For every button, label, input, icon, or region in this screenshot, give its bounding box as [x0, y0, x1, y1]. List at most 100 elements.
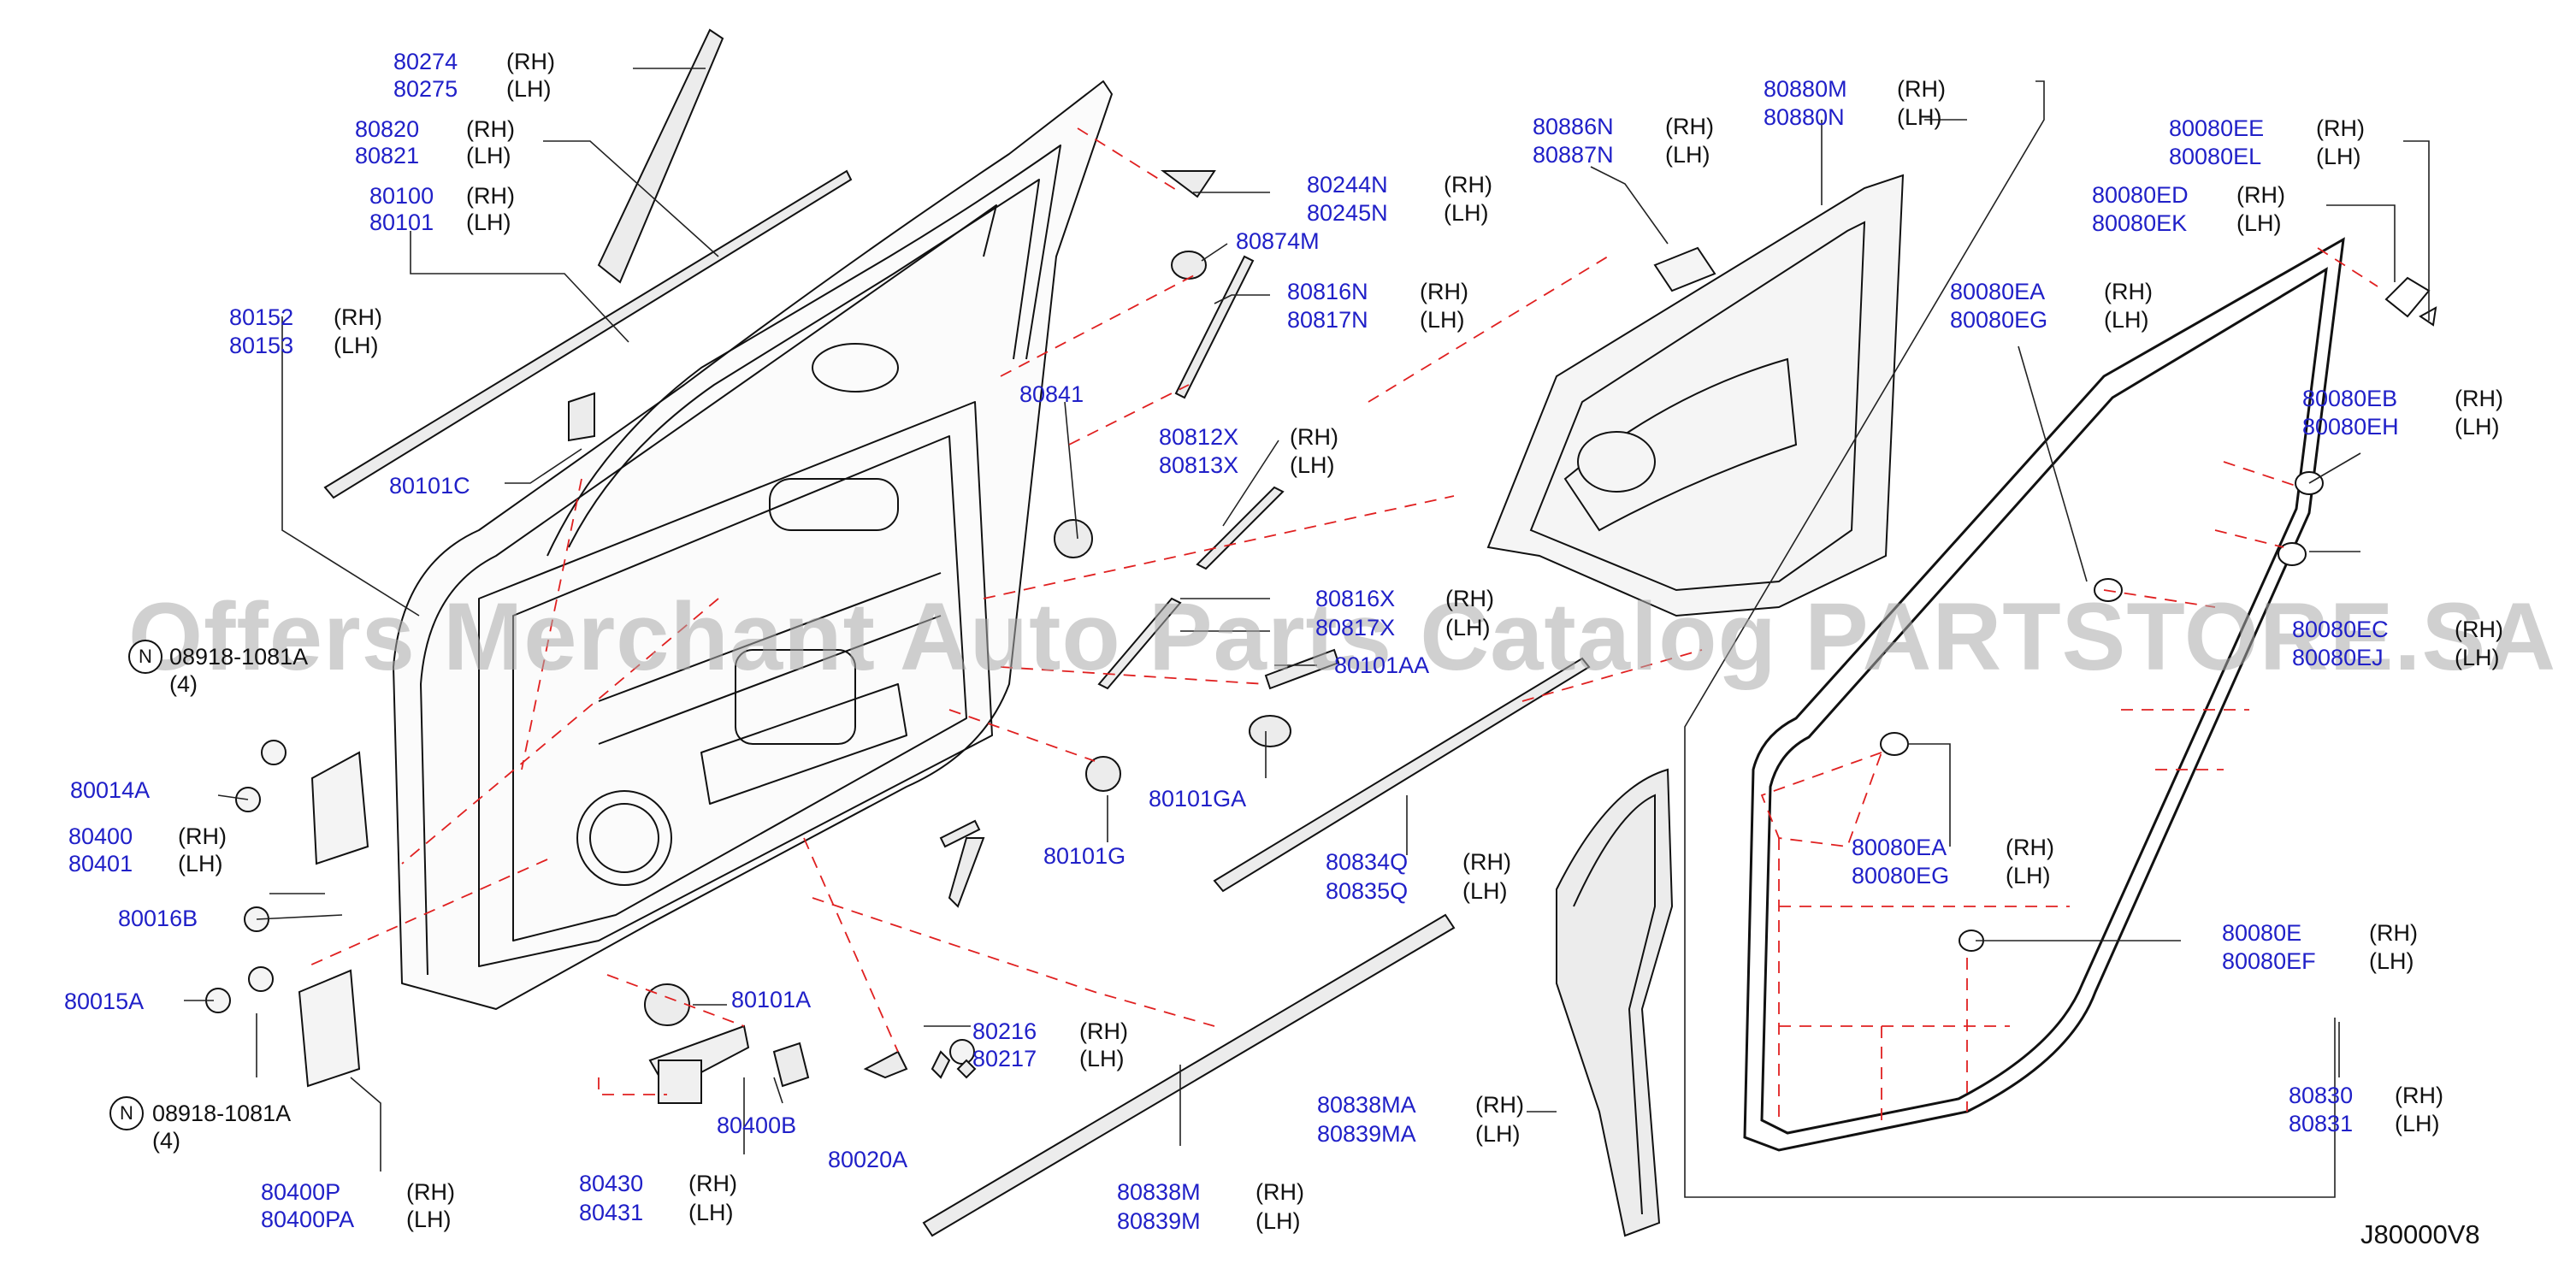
- reference-code: J80000V8: [2360, 1219, 2480, 1249]
- side-lh: (LH): [506, 76, 552, 102]
- part-80101G[interactable]: 80101G: [1043, 843, 1126, 869]
- part-80839MA[interactable]: 80839MA: [1317, 1121, 1416, 1147]
- part-80880M[interactable]: 80880M: [1764, 76, 1847, 102]
- part-80887N[interactable]: 80887N: [1533, 142, 1614, 168]
- part-80080EL[interactable]: 80080EL: [2169, 144, 2262, 169]
- part-80080E[interactable]: 80080E: [2222, 920, 2302, 946]
- side-rh: (RH): [1444, 172, 1492, 198]
- part-80831[interactable]: 80831: [2289, 1111, 2354, 1136]
- part-80217[interactable]: 80217: [972, 1046, 1037, 1071]
- part-80839M[interactable]: 80839M: [1117, 1208, 1201, 1234]
- part-80275[interactable]: 80275: [393, 76, 458, 102]
- part-80817N[interactable]: 80817N: [1287, 307, 1368, 333]
- part-80834Q[interactable]: 80834Q: [1326, 849, 1409, 875]
- part-80820[interactable]: 80820: [355, 116, 420, 142]
- side-rh: (RH): [178, 823, 227, 849]
- part-80020A[interactable]: 80020A: [828, 1147, 908, 1172]
- part-80080EB[interactable]: 80080EB: [2302, 386, 2398, 411]
- part-80101C[interactable]: 80101C: [389, 473, 470, 499]
- part-80101[interactable]: 80101: [369, 210, 434, 235]
- part-80080EE[interactable]: 80080EE: [2169, 115, 2265, 141]
- part-80015A[interactable]: 80015A: [64, 989, 145, 1014]
- part-80245N[interactable]: 80245N: [1307, 200, 1388, 226]
- side-rh: (RH): [2236, 182, 2285, 208]
- part-80431[interactable]: 80431: [579, 1200, 644, 1225]
- part-08918-1081a[interactable]: 08918-1081A: [169, 644, 309, 670]
- watermark: Offers Merchant Auto Parts Catalog PARTS…: [128, 583, 2557, 690]
- part-80274[interactable]: 80274: [393, 49, 458, 74]
- part-80080EJ[interactable]: 80080EJ: [2292, 645, 2384, 670]
- part-80080EA[interactable]: 80080EA: [1950, 279, 2046, 304]
- side-lh: (LH): [2006, 863, 2051, 888]
- part-80816X[interactable]: 80816X: [1315, 586, 1396, 611]
- part-80841[interactable]: 80841: [1019, 381, 1084, 407]
- part-80835Q[interactable]: 80835Q: [1326, 878, 1409, 904]
- side-rh: (RH): [1256, 1179, 1304, 1205]
- side-lh: (LH): [1444, 200, 1489, 226]
- weatherstrip: [1743, 237, 2345, 1152]
- side-lh: (LH): [2395, 1111, 2440, 1136]
- side-rh: (RH): [1897, 76, 1946, 102]
- part-80816N[interactable]: 80816N: [1287, 279, 1368, 304]
- side-rh: (RH): [2006, 835, 2054, 860]
- side-lh: (LH): [1420, 307, 1465, 333]
- part-80080EC[interactable]: 80080EC: [2292, 617, 2389, 642]
- part-80080EA[interactable]: 80080EA: [1852, 835, 1947, 860]
- side-rh: (RH): [2455, 617, 2503, 642]
- side-rh: (RH): [1445, 586, 1494, 611]
- side-rh: (RH): [466, 116, 515, 142]
- part-80016B[interactable]: 80016B: [118, 906, 198, 931]
- part-80880N[interactable]: 80880N: [1764, 104, 1845, 130]
- part-80817X[interactable]: 80817X: [1315, 615, 1396, 640]
- side-lh: (LH): [1462, 878, 1508, 904]
- side-rh: (RH): [1475, 1092, 1524, 1118]
- side-rh: (RH): [2369, 920, 2418, 946]
- part-80101A[interactable]: 80101A: [731, 987, 812, 1012]
- part-80813X[interactable]: 80813X: [1159, 452, 1239, 478]
- part-80874M[interactable]: 80874M: [1236, 228, 1320, 254]
- side-lh: (LH): [1256, 1208, 1301, 1234]
- part-80080EK[interactable]: 80080EK: [2092, 210, 2188, 236]
- part-80080EH[interactable]: 80080EH: [2302, 414, 2399, 440]
- side-lh: (LH): [1290, 452, 1335, 478]
- side-lh: (LH): [1897, 104, 1942, 130]
- part-80400B[interactable]: 80400B: [717, 1113, 797, 1138]
- part-80080EF[interactable]: 80080EF: [2222, 948, 2316, 974]
- part-80812X[interactable]: 80812X: [1159, 424, 1239, 450]
- side-lh: (LH): [1079, 1046, 1125, 1071]
- part-80830[interactable]: 80830: [2289, 1083, 2354, 1108]
- nut-icon: N: [109, 1096, 144, 1130]
- side-lh: (LH): [2455, 414, 2500, 440]
- part-80400PA[interactable]: 80400PA: [261, 1207, 355, 1232]
- side-rh: (RH): [1290, 424, 1338, 450]
- side-rh: (RH): [334, 304, 382, 330]
- part-80430[interactable]: 80430: [579, 1171, 644, 1196]
- part-80244N[interactable]: 80244N: [1307, 172, 1388, 198]
- part-80400P[interactable]: 80400P: [261, 1179, 341, 1205]
- part-80080EG[interactable]: 80080EG: [1950, 307, 2048, 333]
- side-lh: (LH): [688, 1200, 734, 1225]
- part-80080ED[interactable]: 80080ED: [2092, 182, 2189, 208]
- part-80838MA[interactable]: 80838MA: [1317, 1092, 1416, 1118]
- side-lh: (LH): [406, 1207, 452, 1232]
- side-rh: (RH): [2455, 386, 2503, 411]
- side-lh: (LH): [1665, 142, 1710, 168]
- part-80838M[interactable]: 80838M: [1117, 1179, 1201, 1205]
- part-80821[interactable]: 80821: [355, 143, 420, 168]
- part-80153[interactable]: 80153: [229, 333, 294, 358]
- pillar-trim: [1556, 768, 1674, 1237]
- side-rh: (RH): [466, 183, 515, 209]
- part-80400[interactable]: 80400: [68, 823, 133, 849]
- part-80100[interactable]: 80100: [369, 183, 434, 209]
- part-80101AA[interactable]: 80101AA: [1334, 652, 1430, 678]
- part-80152[interactable]: 80152: [229, 304, 294, 330]
- part-80216[interactable]: 80216: [972, 1018, 1037, 1044]
- part-80401[interactable]: 80401: [68, 851, 133, 876]
- part-80886N[interactable]: 80886N: [1533, 114, 1614, 139]
- side-lh: (LH): [1445, 615, 1491, 640]
- part-80101GA[interactable]: 80101GA: [1149, 786, 1247, 812]
- part-08918-1081a[interactable]: 08918-1081A: [152, 1101, 292, 1126]
- part-80014A[interactable]: 80014A: [70, 777, 151, 803]
- part-80080EG[interactable]: 80080EG: [1852, 863, 1950, 888]
